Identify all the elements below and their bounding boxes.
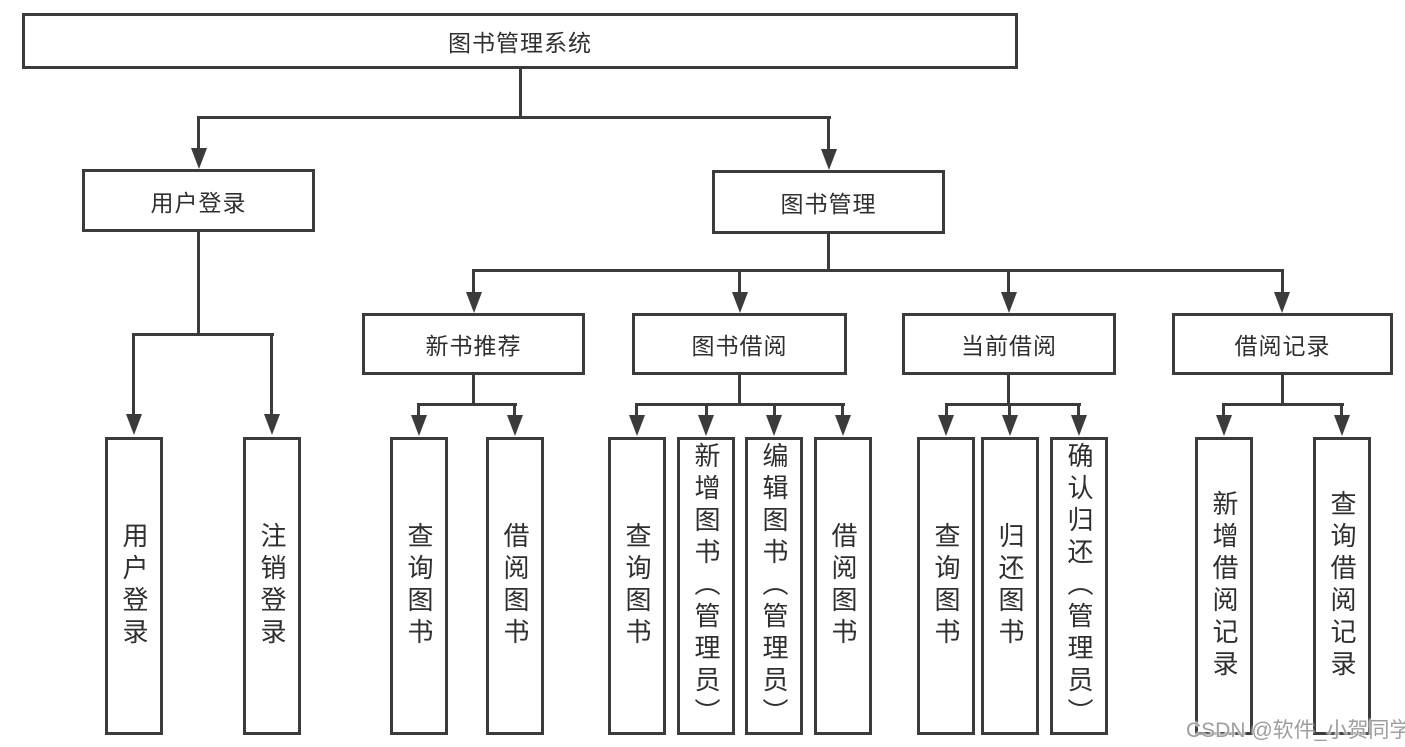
- arrow-to-leaf-logout: [264, 414, 280, 435]
- leaf-confirm-return-admin-label: 确认归还（管理员）: [1064, 442, 1094, 730]
- connector-shaft-c3: [773, 403, 776, 417]
- node-book-borrow: 图书借阅: [632, 313, 847, 375]
- connector-shaft-d1: [945, 403, 948, 417]
- node-book-borrow-label: 图书借阅: [691, 333, 788, 359]
- node-book-mgmt: 图书管理: [712, 170, 945, 234]
- connector-book-borrow-trunk: [738, 375, 741, 406]
- leaf-edit-books-admin: 编辑图书（管理员）: [745, 437, 803, 735]
- arrow-to-b1: [411, 415, 427, 436]
- arrow-to-d2: [1002, 415, 1018, 436]
- node-new-book-rec: 新书推荐: [362, 313, 585, 375]
- connector-shaft-e2: [1340, 403, 1343, 417]
- arrow-to-leaf-login: [126, 414, 142, 435]
- connector-book-borrow-crossbar: [636, 403, 845, 406]
- leaf-borrow-books-rec: 借阅图书: [486, 437, 544, 735]
- connector-root-trunk: [519, 69, 522, 119]
- node-book-mgmt-label: 图书管理: [780, 191, 877, 217]
- arrow-to-c3: [766, 415, 782, 436]
- leaf-query-borrow-record: 查询借阅记录: [1313, 437, 1371, 735]
- connector-borrow-record-crossbar: [1223, 403, 1344, 406]
- node-current-borrow-label: 当前借阅: [961, 333, 1057, 359]
- connector-shaft-d2: [1008, 403, 1011, 417]
- leaf-add-books-admin: 新增图书（管理员）: [677, 437, 735, 735]
- connector-shaft-d3: [1077, 403, 1080, 417]
- leaf-add-borrow-record-label: 新增借阅记录: [1209, 490, 1239, 682]
- leaf-query-books-current-label: 查询图书: [931, 522, 961, 650]
- leaf-query-books-borrow: 查询图书: [608, 437, 666, 735]
- leaf-return-books: 归还图书: [981, 437, 1039, 735]
- arrow-to-book-borrow: [732, 292, 748, 313]
- leaf-query-books-current: 查询图书: [917, 437, 975, 735]
- leaf-edit-books-admin-label: 编辑图书（管理员）: [759, 442, 789, 730]
- leaf-user-login-label: 用户登录: [119, 522, 149, 650]
- connector-shaft-book-mgmt: [827, 116, 830, 152]
- leaf-logout: 注销登录: [243, 437, 301, 735]
- connector-root-crossbar: [197, 116, 831, 119]
- node-root: 图书管理系统: [22, 13, 1018, 69]
- connector-shaft-b2: [513, 403, 516, 417]
- leaf-add-books-admin-label: 新增图书（管理员）: [691, 442, 721, 730]
- leaf-query-borrow-record-label: 查询借阅记录: [1327, 490, 1357, 682]
- connector-new-book-trunk: [472, 375, 475, 406]
- arrow-to-book-mgmt: [821, 149, 837, 170]
- connector-shaft-e1: [1222, 403, 1225, 417]
- arrow-to-user-login: [191, 148, 207, 169]
- connector-shaft-c4: [841, 403, 844, 417]
- connector-shaft-leaf-logout: [270, 333, 273, 416]
- leaf-borrow-books: 借阅图书: [814, 437, 872, 735]
- arrow-to-new-book: [466, 292, 482, 313]
- connector-shaft-user-login: [197, 116, 200, 151]
- leaf-confirm-return-admin: 确认归还（管理员）: [1050, 437, 1108, 735]
- connector-current-borrow-crossbar: [945, 403, 1081, 406]
- connector-user-login-crossbar: [132, 333, 274, 336]
- node-user-login-label: 用户登录: [150, 189, 247, 216]
- arrow-to-b2: [507, 415, 523, 436]
- connector-shaft-current-borrow: [1007, 269, 1010, 295]
- arrow-to-d3: [1071, 415, 1087, 436]
- connector-book-mgmt-trunk: [827, 234, 830, 272]
- connector-shaft-c1: [635, 403, 638, 417]
- arrow-to-c1: [629, 415, 645, 436]
- leaf-add-borrow-record: 新增借阅记录: [1195, 437, 1253, 735]
- arrow-to-current-borrow: [1001, 292, 1017, 313]
- node-borrow-record: 借阅记录: [1172, 313, 1393, 375]
- arrow-to-e2: [1334, 415, 1350, 436]
- node-user-login: 用户登录: [82, 169, 315, 232]
- connector-new-book-crossbar: [418, 403, 517, 406]
- leaf-query-books-borrow-label: 查询图书: [622, 522, 652, 650]
- csdn-watermark: CSDN @软件_小贺同学: [1186, 719, 1405, 742]
- arrow-to-d1: [938, 415, 954, 436]
- leaf-user-login: 用户登录: [105, 437, 163, 735]
- connector-book-mgmt-crossbar: [472, 269, 1284, 272]
- leaf-return-books-label: 归还图书: [995, 522, 1025, 650]
- arrow-to-borrow-record: [1274, 292, 1290, 313]
- node-new-book-rec-label: 新书推荐: [425, 333, 522, 359]
- connector-borrow-record-trunk: [1281, 375, 1284, 406]
- connector-shaft-b1: [417, 403, 420, 417]
- connector-current-borrow-trunk: [1007, 375, 1010, 406]
- connector-user-login-trunk: [197, 232, 200, 336]
- connector-shaft-c2: [705, 403, 708, 417]
- connector-shaft-borrow-record: [1281, 269, 1284, 295]
- leaf-borrow-books-rec-label: 借阅图书: [500, 522, 530, 650]
- connector-shaft-book-borrow: [738, 269, 741, 295]
- node-borrow-record-label: 借阅记录: [1234, 333, 1331, 359]
- arrow-to-e1: [1216, 415, 1232, 436]
- connector-shaft-new-book: [472, 269, 475, 295]
- node-current-borrow: 当前借阅: [902, 313, 1116, 375]
- leaf-query-books-rec-label: 查询图书: [404, 522, 434, 650]
- connector-shaft-leaf-login: [132, 333, 135, 416]
- arrow-to-c4: [835, 415, 851, 436]
- leaf-query-books-rec: 查询图书: [390, 437, 448, 735]
- leaf-logout-label: 注销登录: [257, 522, 287, 650]
- leaf-borrow-books-label: 借阅图书: [828, 522, 858, 650]
- node-root-label: 图书管理系统: [448, 30, 592, 56]
- arrow-to-c2: [698, 415, 714, 436]
